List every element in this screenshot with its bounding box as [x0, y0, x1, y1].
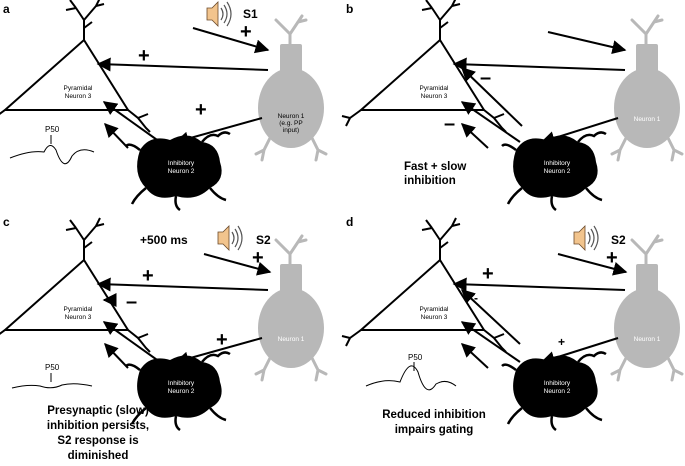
inhibitory-label-2: Neuron 2: [168, 388, 195, 395]
p50-label: P50: [45, 125, 60, 134]
neuron1-label: Neuron 1: [634, 116, 661, 123]
inhibitory-label-2: Neuron 2: [544, 388, 571, 395]
sign-stim: +: [606, 247, 618, 269]
sign-inhibition-2: -: [466, 321, 470, 335]
pyramidal-label-1: Pyramidal: [64, 306, 93, 313]
inhibitory-label-1: Inhibitory: [544, 380, 571, 387]
delay-label: +500 ms: [140, 233, 188, 247]
neuron1-label-1: Neuron 1: [278, 113, 305, 120]
sign-to-pyramidal: +: [142, 265, 154, 287]
pyramidal-label-2: Neuron 3: [421, 93, 448, 100]
sign-inhibition-1: –: [480, 67, 491, 89]
inhibitory-label-2: Neuron 2: [544, 168, 571, 175]
panel-label-c: c: [3, 215, 10, 229]
speaker-icon: [206, 1, 232, 27]
sign-inhibition-1: -: [474, 291, 478, 305]
inhibitory-label-1: Inhibitory: [544, 160, 571, 167]
caption-line-2: inhibition persists,: [47, 420, 149, 432]
p50-waveform: [9, 145, 95, 165]
caption-line-3: S2 response is: [57, 435, 138, 447]
sign-to-inhibitory: +: [216, 329, 228, 351]
inhibitory-label-1: Inhibitory: [168, 160, 195, 167]
caption-line-1: Fast + slow: [404, 161, 466, 173]
panel-a: a Pyramidal Neuron 3 Inhibitory Neuron 2…: [0, 0, 328, 212]
panel-d: d Pyramidal Neuron 3 Inhibitory Neuron 2…: [341, 215, 684, 436]
panel-label-a: a: [3, 2, 10, 16]
neuron-1: [610, 14, 684, 162]
stimulus-label: S2: [611, 233, 626, 247]
neuron1-label: Neuron 1: [634, 336, 661, 343]
caption-line-2: impairs gating: [395, 424, 474, 436]
pyramidal-label-2: Neuron 3: [65, 314, 92, 321]
stimulus-label: S1: [243, 7, 258, 21]
pyramidal-label-2: Neuron 3: [65, 93, 92, 100]
inhibitory-label-1: Inhibitory: [168, 380, 195, 387]
panel-b: b Pyramidal Neuron 3 Inhibitory Neuron 2…: [341, 0, 684, 212]
sign-stim: +: [252, 247, 264, 269]
p50-label: P50: [45, 363, 60, 372]
pyramidal-neuron: [341, 0, 507, 133]
neuron1-label: Neuron 1: [278, 336, 305, 343]
caption-line-2: inhibition: [404, 175, 456, 187]
stimulus-label: S2: [256, 233, 271, 247]
sign-to-pyramidal: +: [138, 45, 150, 67]
caption-line-1: Reduced inhibition: [382, 409, 486, 421]
panel-c: c Pyramidal Neuron 3 Inhibitory Neuron 2…: [0, 215, 328, 462]
pyramidal-label-1: Pyramidal: [420, 85, 449, 92]
sign-stim: +: [240, 21, 252, 43]
neuron-1: [254, 14, 328, 162]
panel-label-d: d: [346, 215, 353, 229]
pyramidal-label-2: Neuron 3: [421, 314, 448, 321]
p50-waveform: [11, 383, 93, 389]
caption-line-4: diminished: [68, 450, 129, 462]
p50-label: P50: [408, 353, 423, 362]
sign-to-pyramidal: +: [482, 263, 494, 285]
speaker-icon: [217, 225, 243, 251]
speaker-icon: [573, 225, 599, 251]
sign-to-inhibitory: +: [558, 335, 565, 349]
neuron-1: [254, 234, 328, 382]
sign-to-inhibitory: +: [195, 99, 207, 121]
caption-line-1: Presynaptic (slow): [47, 405, 149, 417]
sign-inhibition-2: –: [444, 113, 455, 135]
pyramidal-label-1: Pyramidal: [64, 85, 93, 92]
p50-waveform: [365, 365, 457, 391]
inhibitory-label-2: Neuron 2: [168, 168, 195, 175]
neuron-1: [610, 234, 684, 382]
sign-inhibition: –: [126, 291, 137, 313]
neuron1-label-3: input): [283, 127, 299, 134]
neuron1-label-2: (e.g. PP: [279, 120, 302, 127]
pyramidal-label-1: Pyramidal: [420, 306, 449, 313]
panel-label-b: b: [346, 2, 353, 16]
